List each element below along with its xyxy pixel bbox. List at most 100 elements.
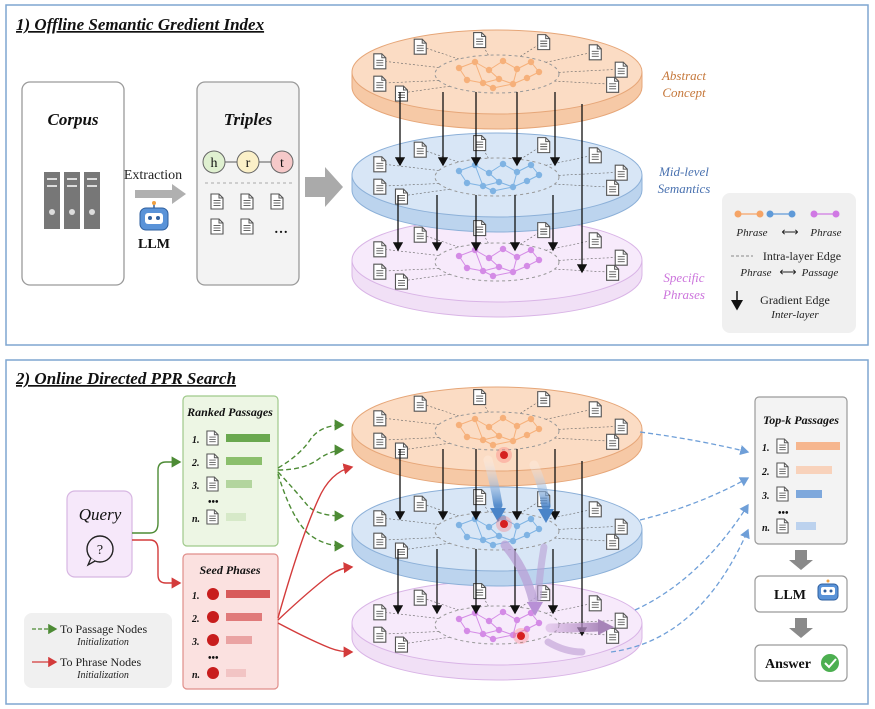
passage-doc-icon <box>537 391 551 408</box>
intra-edge <box>520 398 544 414</box>
phrase-node <box>471 161 479 169</box>
row-seed-node <box>207 634 219 646</box>
row-doc-icon <box>776 438 789 454</box>
passage-doc-icon <box>394 85 409 102</box>
intra-edge <box>401 188 450 197</box>
gradient-edges-top <box>392 92 588 274</box>
llm-box-label: LLM <box>774 588 806 603</box>
ranked-to-layer-arrows <box>277 419 345 552</box>
binders-icon <box>44 172 100 229</box>
passage-doc-icon <box>614 61 628 78</box>
intra-edge <box>401 442 450 451</box>
passage-doc-icon <box>394 542 409 559</box>
passage-doc-icon <box>606 433 620 450</box>
intra-edge <box>554 537 613 542</box>
corpus-label: Corpus <box>47 110 98 129</box>
intra-edge <box>558 171 622 176</box>
phrase-edge <box>492 83 514 89</box>
phrase-edge <box>492 186 514 192</box>
row-ellipsis: ••• <box>778 508 789 519</box>
intra-edge <box>379 80 439 84</box>
intra-edge <box>401 542 450 551</box>
phrase-node <box>527 515 535 523</box>
phrase-node <box>471 58 479 66</box>
phrase-node <box>513 616 521 624</box>
phrase-node <box>513 522 521 530</box>
extraction-label: Extraction <box>124 168 182 183</box>
intra-edge <box>379 60 439 68</box>
phrase-node <box>499 160 507 168</box>
phrase-node <box>495 626 503 634</box>
legend-double-arrow-icon: ⟷ <box>781 225 798 239</box>
phrase-node <box>499 414 507 422</box>
passage-doc-icon <box>373 178 387 195</box>
triples-title: Triples <box>224 110 273 129</box>
legend-to-passage: To Passage Nodes <box>60 622 147 636</box>
row-rank-label: 3. <box>761 491 770 502</box>
phrase-node <box>509 80 517 88</box>
phrase-node <box>455 521 463 529</box>
passage-doc-icon <box>606 627 620 644</box>
passage-doc-icon <box>614 518 628 535</box>
intra-edge <box>520 144 544 160</box>
row-score-bar <box>796 522 816 530</box>
phrase-node <box>499 514 507 522</box>
panel1-title: 1) Offline Semantic Gredient Index <box>16 15 265 34</box>
phrase-node <box>489 541 497 549</box>
passage-doc-icon <box>588 147 602 164</box>
topk-to-llm-arrow <box>789 550 813 570</box>
intra-edge <box>401 85 450 94</box>
passage-doc-icon <box>413 226 427 243</box>
passage-doc-icon <box>473 32 487 49</box>
phrase-node <box>499 57 507 65</box>
phrase-node <box>495 432 503 440</box>
intra-edge <box>558 68 622 73</box>
passage-doc-icon <box>606 76 620 93</box>
passage-doc-icon <box>537 34 551 51</box>
row-doc-icon <box>206 476 219 492</box>
phrase-node <box>479 267 487 275</box>
phrase-node <box>479 436 487 444</box>
passage-doc-icon <box>413 141 427 158</box>
passage-doc-icon <box>413 38 427 55</box>
legend-phrase-edges <box>734 210 840 218</box>
phrase-graphs-top <box>455 57 543 280</box>
phrase-node <box>479 630 487 638</box>
seed-highlight-nodes <box>496 447 529 644</box>
passage-doc-icon <box>394 188 409 205</box>
phrase-node <box>513 168 521 176</box>
row-doc-icon <box>206 509 219 525</box>
row-score-bar <box>226 480 252 488</box>
passage-doc-icon <box>373 510 387 527</box>
phrase-node <box>489 635 497 643</box>
row-ellipsis: ••• <box>208 497 219 508</box>
passage-doc-icon <box>614 249 628 266</box>
phrase-node <box>509 537 517 545</box>
check-circle-icon <box>821 654 839 672</box>
passage-doc-icon <box>606 264 620 281</box>
intra-edge <box>554 80 613 85</box>
legend-phrase-right: Phrase <box>809 227 841 239</box>
extraction-arrow <box>135 184 186 204</box>
passage-doc-icon <box>373 410 387 427</box>
answer-box <box>754 644 848 682</box>
row-score-bar <box>226 513 246 521</box>
intra-edge <box>554 183 613 188</box>
phrase-node <box>485 523 493 531</box>
phrase-node <box>463 627 471 635</box>
phrase-node <box>523 74 531 82</box>
phrase-node <box>509 183 517 191</box>
phrase-node <box>479 536 487 544</box>
phrase-node <box>509 631 517 639</box>
phrase-node <box>535 619 543 627</box>
phrase-node <box>495 532 503 540</box>
row-rank-label: 1. <box>192 435 200 446</box>
phrase-node <box>523 625 531 633</box>
passage-doc-icon <box>413 495 427 512</box>
relation-node <box>236 150 260 174</box>
legend-to-passage-sub: Initialization <box>76 637 129 648</box>
phrase-node <box>527 415 535 423</box>
svg-text:?: ? <box>97 543 103 558</box>
phrase-node <box>523 177 531 185</box>
phrase-edge <box>492 271 514 277</box>
